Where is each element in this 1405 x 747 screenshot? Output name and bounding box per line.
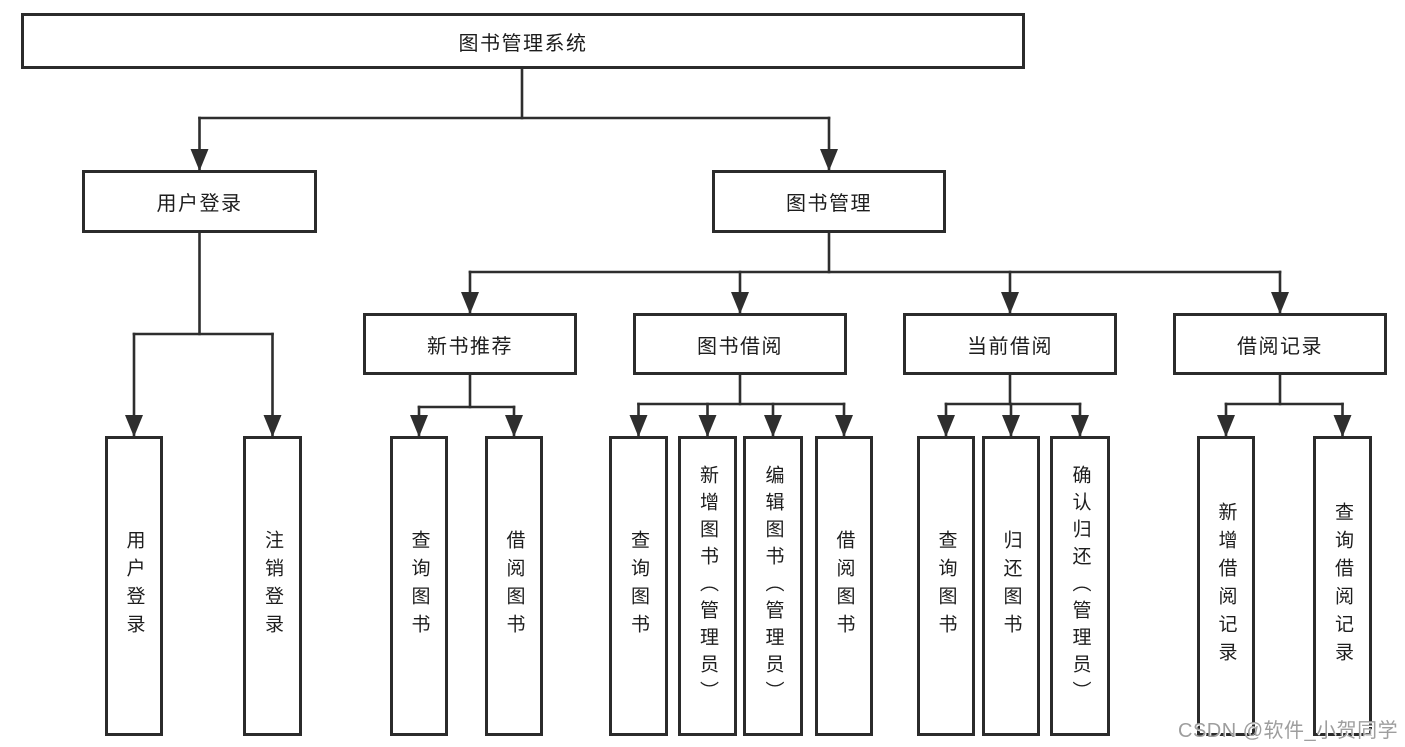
leaf-confirm-return-admin: 确认归还（管理员） [1050, 436, 1110, 736]
leaf-query-borrow-record-label: 查询借阅记录 [1332, 502, 1353, 670]
leaf-borrow-books-borrowing-label: 借阅图书 [833, 530, 855, 642]
leaf-logout: 注销登录 [243, 436, 302, 736]
node-book-management-system: 图书管理系统 [21, 13, 1025, 69]
leaf-query-books-borrowing: 查询图书 [609, 436, 668, 736]
leaf-return-books: 归还图书 [982, 436, 1040, 736]
leaf-add-books-admin-label: 新增图书（管理员） [697, 464, 718, 708]
leaf-add-books-admin: 新增图书（管理员） [678, 436, 737, 736]
leaf-query-borrow-record: 查询借阅记录 [1313, 436, 1372, 736]
leaf-edit-books-admin: 编辑图书（管理员） [743, 436, 803, 736]
leaf-query-books-borrowing-label: 查询图书 [628, 530, 649, 642]
leaf-borrow-books-borrowing: 借阅图书 [815, 436, 873, 736]
leaf-add-borrow-record-label: 新增借阅记录 [1215, 502, 1237, 670]
node-new-book-recommend: 新书推荐 [363, 313, 577, 375]
leaf-query-books-current-label: 查询图书 [935, 530, 957, 642]
connector-lines [125, 67, 1352, 438]
csdn-watermark: CSDN @软件_小贺同学 [1178, 720, 1399, 742]
leaf-logout-label: 注销登录 [262, 530, 283, 642]
leaf-edit-books-admin-label: 编辑图书（管理员） [762, 464, 784, 708]
leaf-query-books-recommend-label: 查询图书 [408, 530, 430, 642]
leaf-query-books-current: 查询图书 [917, 436, 975, 736]
leaf-user-login-label: 用户登录 [123, 530, 145, 642]
leaf-confirm-return-admin-label: 确认归还（管理员） [1069, 464, 1091, 708]
leaf-borrow-books-recommend: 借阅图书 [485, 436, 543, 736]
node-borrowing-records: 借阅记录 [1173, 313, 1387, 375]
leaf-query-books-recommend: 查询图书 [390, 436, 448, 736]
node-user-login: 用户登录 [82, 170, 317, 233]
leaf-return-books-label: 归还图书 [1000, 530, 1022, 642]
node-book-borrowing: 图书借阅 [633, 313, 847, 375]
node-current-borrowing: 当前借阅 [903, 313, 1117, 375]
leaf-add-borrow-record: 新增借阅记录 [1197, 436, 1255, 736]
leaf-borrow-books-recommend-label: 借阅图书 [503, 530, 525, 642]
leaf-user-login: 用户登录 [105, 436, 163, 736]
node-book-management: 图书管理 [712, 170, 946, 233]
